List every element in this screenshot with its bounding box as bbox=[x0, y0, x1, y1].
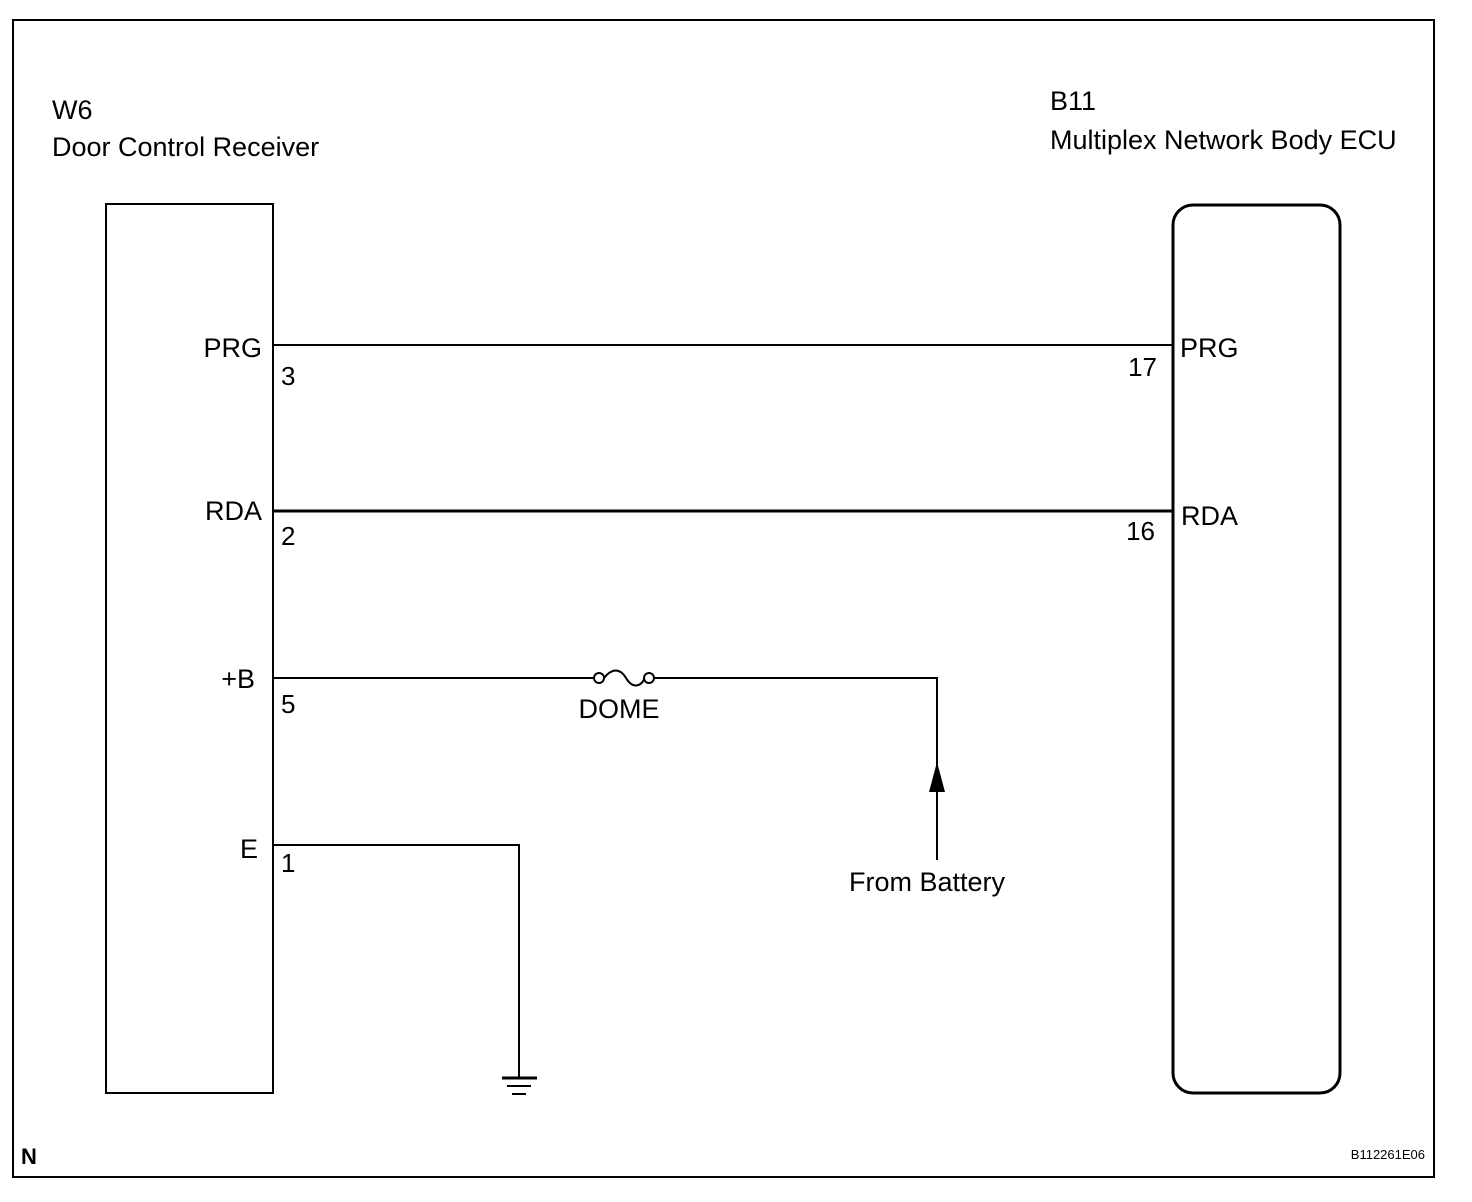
left-pin-label-prg: PRG bbox=[203, 333, 262, 363]
left-pin-label-rda: RDA bbox=[205, 496, 262, 526]
left-pin-number-3: 3 bbox=[281, 361, 295, 391]
left-component-id: W6 bbox=[52, 95, 93, 125]
left-component-name: Door Control Receiver bbox=[52, 132, 319, 162]
left-pin-label-e: E bbox=[240, 834, 258, 864]
right-component-name: Multiplex Network Body ECU bbox=[1050, 125, 1397, 155]
fuse-label: DOME bbox=[579, 694, 660, 724]
right-pin-label-rda: RDA bbox=[1181, 501, 1238, 531]
fuse-terminal-right bbox=[643, 672, 655, 684]
right-pin-label-prg: PRG bbox=[1180, 333, 1239, 363]
ground-wire bbox=[273, 844, 520, 1077]
battery-source-label: From Battery bbox=[849, 867, 1006, 897]
ground-icon bbox=[502, 1076, 537, 1095]
left-pin-number-5: 5 bbox=[281, 689, 295, 719]
left-pin-number-1: 1 bbox=[281, 848, 295, 878]
right-component-id: B11 bbox=[1050, 86, 1096, 116]
body-ecu-box bbox=[1171, 203, 1342, 1095]
left-pin-label-b: +B bbox=[221, 664, 255, 694]
right-pin-number-16: 16 bbox=[1126, 516, 1155, 546]
fuse-icon bbox=[603, 669, 646, 687]
figure-code: B112261E06 bbox=[1351, 1147, 1425, 1162]
left-pin-number-2: 2 bbox=[281, 521, 295, 551]
door-control-receiver-box bbox=[105, 203, 274, 1094]
fuse-terminal-left bbox=[593, 672, 605, 684]
right-pin-number-17: 17 bbox=[1128, 352, 1157, 382]
diagram-frame bbox=[12, 19, 1435, 1178]
arrow-up-icon bbox=[929, 762, 945, 792]
corner-mark: N bbox=[21, 1144, 37, 1169]
battery-wire-right bbox=[654, 677, 938, 860]
